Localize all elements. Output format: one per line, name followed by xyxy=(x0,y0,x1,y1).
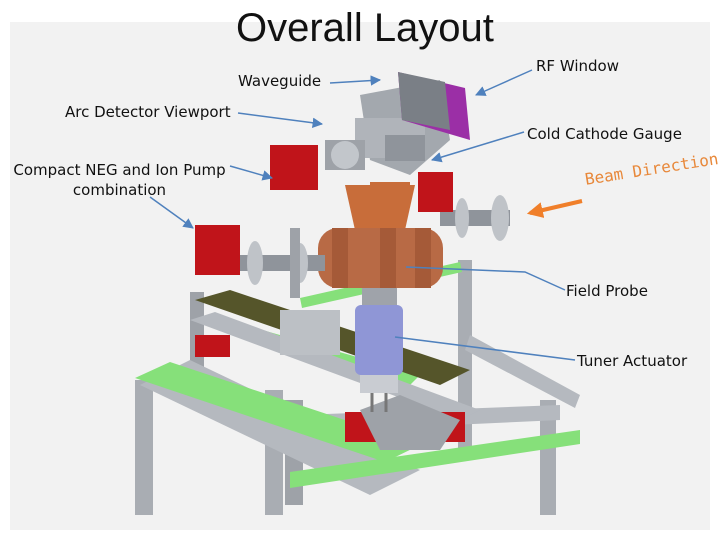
frame-rail xyxy=(465,335,580,408)
label-cold-cathode-gauge: Cold Cathode Gauge xyxy=(527,125,682,143)
leader-lines xyxy=(149,69,576,361)
tuner-actuator-leader xyxy=(394,336,576,361)
waveguide-assembly xyxy=(270,72,470,194)
copper-cavity xyxy=(318,185,443,288)
upper-cradle xyxy=(190,290,480,450)
cradle-rail xyxy=(190,312,480,420)
label-rf-window: RF Window xyxy=(536,57,619,75)
arc-detector-leader xyxy=(237,112,324,128)
beam-direction-arrow xyxy=(526,199,583,218)
waveguide-leader xyxy=(329,75,382,86)
neg-pump-leader-lower xyxy=(149,196,194,229)
left-beam-pipe xyxy=(195,225,325,298)
label-neg-ion-pump: Compact NEG and Ion Pump combination xyxy=(12,160,227,200)
tuner-actuator-body xyxy=(355,285,403,412)
label-tuner-actuator: Tuner Actuator xyxy=(577,352,688,370)
red-block xyxy=(195,335,230,357)
right-beam-pipe xyxy=(418,172,510,241)
green-rail xyxy=(290,430,580,488)
label-waveguide: Waveguide xyxy=(238,72,322,90)
rf-window-leader xyxy=(475,69,533,96)
cold-cathode-leader xyxy=(430,131,525,163)
label-neg-ion-pump-line2: combination xyxy=(72,181,167,199)
label-neg-ion-pump-line1: Compact NEG and Ion Pump xyxy=(13,161,226,179)
field-probe-leader xyxy=(405,266,566,291)
bracket-plate xyxy=(280,310,340,355)
slide-title: Overall Layout xyxy=(236,6,494,50)
label-field-probe: Field Probe xyxy=(566,282,648,300)
frame-leg xyxy=(135,380,153,515)
frame-leg xyxy=(540,400,556,515)
label-arc-detector-viewport: Arc Detector Viewport xyxy=(65,103,231,121)
neg-pump-leader-upper xyxy=(229,165,274,181)
